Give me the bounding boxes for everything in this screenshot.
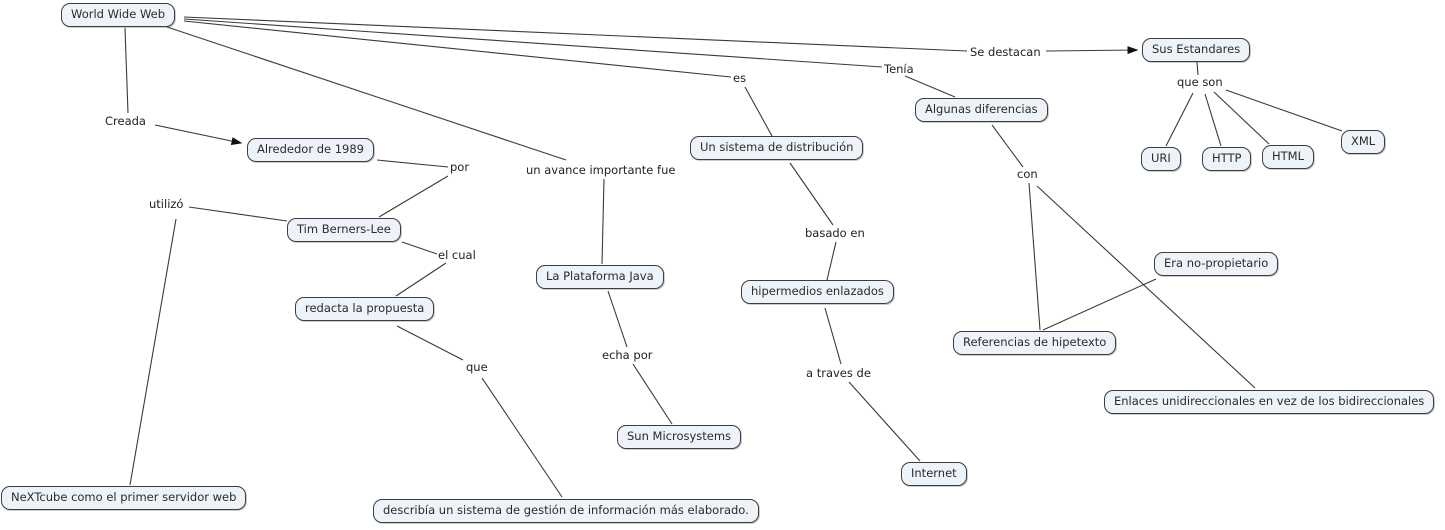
- linking-phrase-creada[interactable]: Creada: [105, 114, 146, 128]
- concept-html[interactable]: HTML: [1262, 145, 1315, 169]
- connector-tenia-diferencias: [904, 75, 956, 98]
- connector-estandares-queson: [1196, 61, 1199, 76]
- connector-creada-alrededor: [154, 124, 243, 145]
- connector-tim-elcual: [401, 241, 438, 255]
- concept-tim-berners-lee[interactable]: Tim Berners-Lee: [287, 218, 401, 242]
- linking-phrase-con[interactable]: con: [1017, 167, 1038, 181]
- linking-phrase-echa-por[interactable]: echa por: [602, 348, 653, 362]
- connector-sistema-basado: [789, 162, 834, 226]
- linking-phrase-un-avance[interactable]: un avance importante fue: [526, 163, 676, 177]
- connector-basado-hipermedios: [826, 241, 837, 281]
- concept-algunas-diferencias[interactable]: Algunas diferencias: [915, 98, 1048, 122]
- connector-por-tim: [378, 175, 449, 218]
- connector-queson-uri: [1165, 92, 1194, 147]
- connector-redacta-que: [396, 325, 464, 361]
- concept-http[interactable]: HTTP: [1202, 147, 1252, 171]
- linking-phrase-utilizo[interactable]: utilizó: [149, 197, 184, 211]
- connector-queson-html: [1213, 91, 1270, 145]
- concept-alrededor-1989[interactable]: Alrededor de 1989: [247, 138, 375, 162]
- connector-www-avance: [166, 26, 567, 161]
- concept-referencias-hipetexto[interactable]: Referencias de hipetexto: [953, 331, 1117, 355]
- connector-queson-http: [1204, 93, 1222, 147]
- connector-alrededor-por: [376, 159, 449, 168]
- connector-es-sistema: [744, 86, 773, 137]
- linking-phrase-tenia[interactable]: Tenía: [884, 62, 914, 76]
- concept-world-wide-web[interactable]: World Wide Web: [61, 3, 176, 27]
- connector-www-tenia: [183, 18, 883, 68]
- connector-elcual-redacta: [395, 262, 447, 297]
- connector-avance-plataforma: [601, 178, 605, 265]
- connector-queson-xml: [1225, 89, 1343, 132]
- concept-era-no-propietario[interactable]: Era no-propietario: [1154, 252, 1279, 276]
- linking-phrase-es[interactable]: es: [733, 71, 747, 85]
- concept-enlaces-unidireccionales[interactable]: Enlaces unidireccionales en vez de los b…: [1104, 390, 1435, 414]
- concept-internet[interactable]: Internet: [901, 462, 967, 486]
- connector-atraves-internet: [848, 381, 921, 462]
- concept-nextcube[interactable]: NeXTcube como el primer servidor web: [1, 486, 247, 510]
- connector-www-se-destacan: [183, 16, 968, 52]
- linking-phrase-se-destacan[interactable]: Se destacan: [970, 45, 1041, 59]
- linking-phrase-que[interactable]: que: [466, 360, 488, 374]
- connector-plataforma-echapor: [607, 290, 628, 348]
- connector-tim-utilizo: [188, 206, 288, 222]
- concept-sistema-distribucion[interactable]: Un sistema de distribución: [690, 136, 864, 160]
- linking-phrase-por[interactable]: por: [450, 160, 470, 174]
- connector-www-creada: [124, 27, 129, 114]
- connector-era-referencias: [1042, 278, 1157, 331]
- connector-hipermedios-atraves: [824, 307, 842, 365]
- linking-phrase-que-son[interactable]: que son: [1177, 75, 1223, 89]
- concept-redacta-propuesta[interactable]: redacta la propuesta: [295, 297, 435, 321]
- concept-describia-sistema[interactable]: describía un sistema de gestión de infor…: [373, 499, 759, 523]
- linking-phrase-a-traves-de[interactable]: a traves de: [806, 366, 871, 380]
- connector-utilizo-nextcube: [129, 218, 177, 486]
- concept-sun-microsystems[interactable]: Sun Microsystems: [617, 425, 742, 449]
- linking-phrase-el-cual[interactable]: el cual: [438, 248, 476, 262]
- connector-que-describia: [481, 377, 563, 498]
- connector-con-enlaces: [1036, 185, 1256, 389]
- connector-echapor-sun: [632, 363, 673, 425]
- connector-www-es: [183, 20, 732, 78]
- connector-diferencias-con: [991, 124, 1024, 168]
- linking-phrase-basado-en[interactable]: basado en: [805, 226, 865, 240]
- connector-con-referencias: [1028, 182, 1041, 331]
- concept-xml[interactable]: XML: [1341, 130, 1386, 154]
- concept-uri[interactable]: URI: [1141, 147, 1181, 171]
- concept-sus-estandares[interactable]: Sus Estandares: [1142, 38, 1251, 62]
- connector-se-destacan-estandares: [1045, 46, 1139, 55]
- concept-plataforma-java[interactable]: La Plataforma Java: [536, 265, 664, 289]
- concept-hipermedios-enlazados[interactable]: hipermedios enlazados: [741, 280, 894, 304]
